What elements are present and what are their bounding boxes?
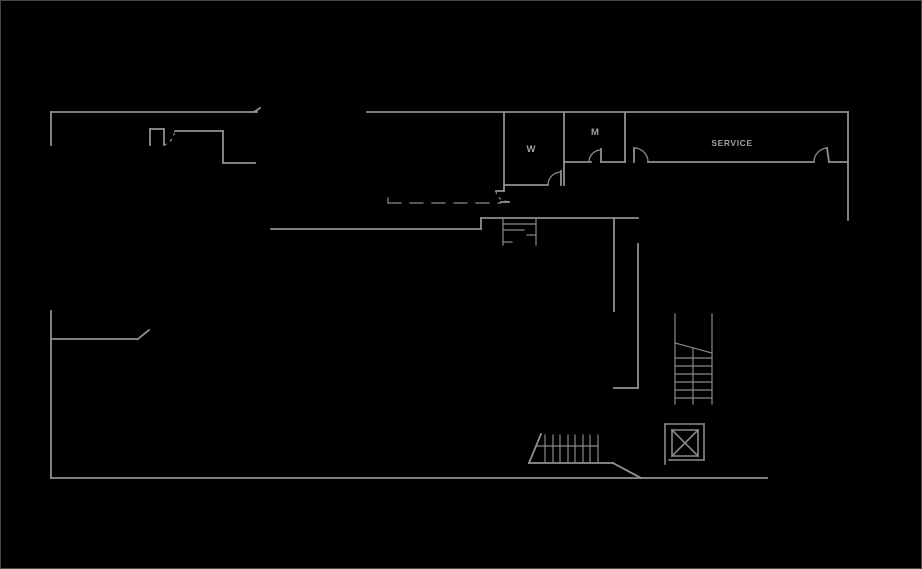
stair-line xyxy=(674,342,713,354)
door-swing-arc xyxy=(633,147,649,163)
door-swing-arc xyxy=(588,149,602,163)
door-swing-arc-dashed xyxy=(163,130,176,146)
elevator-line xyxy=(670,428,700,458)
door-swing-arc-dashed xyxy=(495,190,510,203)
wall-line xyxy=(611,461,643,480)
room-label-w: W xyxy=(527,144,536,155)
room-label-service: SERVICE xyxy=(711,138,752,148)
wall-line xyxy=(527,432,543,465)
wall-line xyxy=(252,106,262,114)
door-swing-arc xyxy=(547,171,562,186)
door-swing-arc xyxy=(813,147,829,163)
wall-line xyxy=(825,146,831,164)
room-label-m: M xyxy=(591,127,599,138)
wall-line xyxy=(136,328,151,341)
